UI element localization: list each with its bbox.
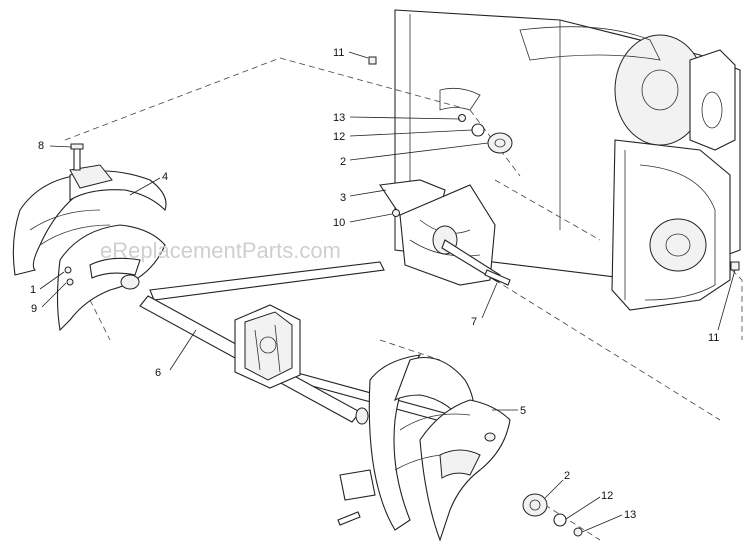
leader-lines xyxy=(39,51,736,533)
callout-3: 3 xyxy=(340,192,346,204)
callout-11-top: 11 xyxy=(333,47,344,59)
callout-12-top: 12 xyxy=(333,131,345,143)
callout-12-bottom: 12 xyxy=(601,490,613,502)
callout-8: 8 xyxy=(38,140,44,152)
callout-10: 10 xyxy=(333,217,345,229)
right-auger-spiral xyxy=(339,354,511,542)
side-plate xyxy=(611,139,731,311)
auger-shaft xyxy=(139,261,471,429)
left-auger-spiral xyxy=(12,164,167,332)
gearbox xyxy=(234,304,301,389)
watermark: eReplacementParts.com xyxy=(100,238,341,263)
callout-1: 1 xyxy=(30,284,36,296)
callout-7: 7 xyxy=(471,316,477,328)
assembly-lines xyxy=(64,57,743,541)
callout-11-right: 11 xyxy=(708,332,719,344)
callout-2-bottom: 2 xyxy=(564,470,570,482)
callouts: 11 13 12 2 3 10 8 4 1 9 6 7 11 5 2 12 13 xyxy=(30,47,719,521)
callout-6: 6 xyxy=(155,367,161,379)
callout-13-bottom: 13 xyxy=(624,509,636,521)
callout-9: 9 xyxy=(31,303,37,315)
impeller xyxy=(379,179,501,286)
callout-2-top: 2 xyxy=(340,156,346,168)
callout-13-top: 13 xyxy=(333,112,345,124)
callout-4: 4 xyxy=(162,171,168,183)
callout-5: 5 xyxy=(520,405,526,417)
hardware xyxy=(64,56,740,537)
